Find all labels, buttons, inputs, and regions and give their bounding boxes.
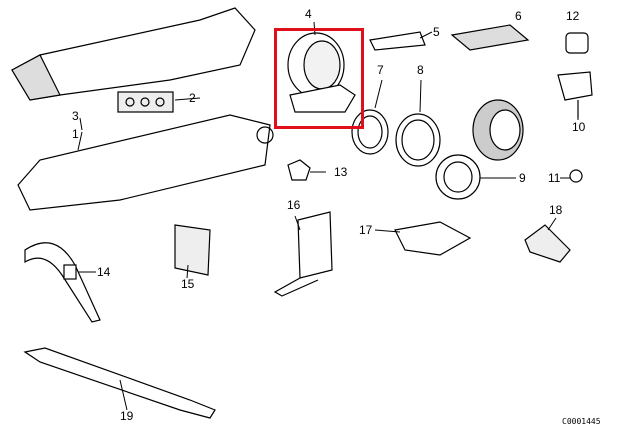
part-16 bbox=[297, 211, 333, 279]
part-11 bbox=[569, 169, 583, 183]
part-6 bbox=[450, 24, 530, 51]
part-15 bbox=[174, 224, 211, 276]
label-18: 18 bbox=[549, 203, 563, 217]
label-10: 10 bbox=[572, 120, 586, 134]
part-17 bbox=[394, 221, 472, 256]
label-9: 9 bbox=[519, 171, 526, 185]
part-13 bbox=[287, 159, 311, 181]
part-18 bbox=[524, 224, 571, 263]
part-1 bbox=[17, 114, 271, 211]
part-5 bbox=[369, 31, 426, 51]
label-1: 1 bbox=[72, 127, 79, 141]
part-4 bbox=[287, 32, 356, 113]
part-14 bbox=[24, 242, 101, 323]
label-6: 6 bbox=[515, 9, 522, 23]
label-11: 11 bbox=[548, 171, 561, 185]
part-19 bbox=[23, 347, 216, 419]
part-9 bbox=[435, 154, 481, 200]
label-13: 13 bbox=[334, 165, 348, 179]
label-5: 5 bbox=[433, 25, 440, 39]
label-17: 17 bbox=[359, 223, 373, 237]
label-15: 15 bbox=[181, 277, 195, 291]
label-12: 12 bbox=[566, 9, 580, 23]
label-7: 7 bbox=[377, 63, 384, 77]
label-3: 3 bbox=[72, 109, 79, 123]
part-12 bbox=[565, 32, 589, 54]
label-4: 4 bbox=[305, 7, 312, 21]
label-19: 19 bbox=[120, 409, 134, 423]
diagram-code: C0001445 bbox=[562, 417, 601, 426]
part-10 bbox=[557, 71, 593, 101]
label-8: 8 bbox=[417, 63, 424, 77]
label-2: 2 bbox=[189, 91, 196, 105]
part-2 bbox=[117, 91, 174, 113]
label-16: 16 bbox=[287, 198, 301, 212]
highlight-box-part-4 bbox=[274, 28, 364, 129]
part-8 bbox=[395, 113, 441, 167]
label-14: 14 bbox=[97, 265, 111, 279]
